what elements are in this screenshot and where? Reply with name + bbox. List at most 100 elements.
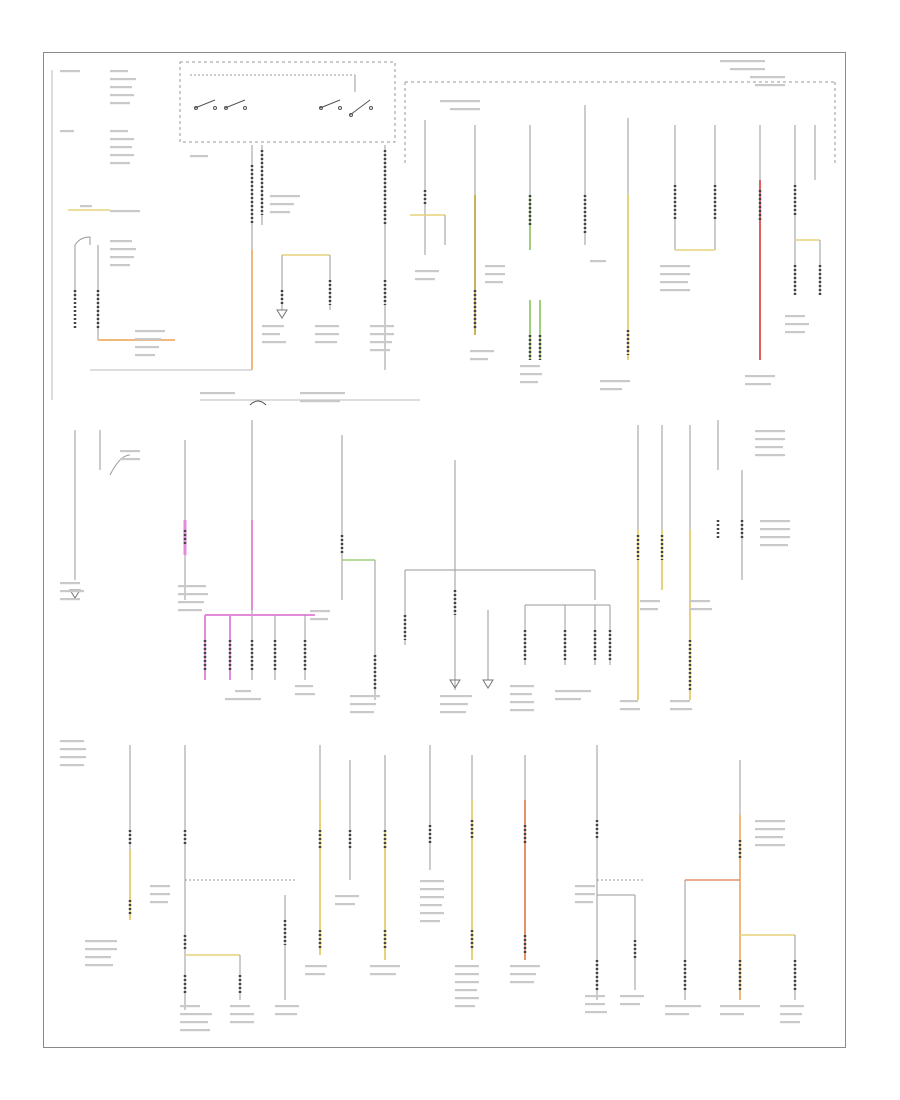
illegible-label: [665, 1013, 689, 1016]
illegible-label: [640, 600, 660, 603]
illegible-label: [780, 1013, 802, 1016]
illegible-label: [370, 341, 392, 344]
illegible-label: [455, 989, 477, 992]
illegible-label: [690, 608, 712, 611]
illegible-label: [485, 281, 503, 284]
illegible-label: [110, 154, 134, 157]
illegible-label: [110, 94, 134, 97]
illegible-label: [135, 338, 161, 341]
illegible-label: [755, 438, 785, 441]
illegible-label: [60, 130, 74, 133]
illegible-label: [135, 346, 159, 349]
illegible-label: [785, 331, 805, 334]
illegible-label: [555, 698, 581, 701]
illegible-label: [585, 1011, 607, 1014]
illegible-label: [760, 544, 788, 547]
illegible-label: [120, 458, 140, 461]
illegible-label: [485, 273, 505, 276]
illegible-label: [110, 130, 128, 133]
illegible-label: [745, 375, 775, 378]
illegible-label: [600, 380, 630, 383]
illegible-label: [755, 836, 783, 839]
illegible-label: [660, 265, 690, 268]
illegible-label: [660, 289, 690, 292]
illegible-label: [275, 1013, 297, 1016]
illegible-label: [440, 703, 468, 706]
illegible-label: [450, 108, 480, 111]
illegible-label: [455, 981, 479, 984]
illegible-label: [755, 446, 783, 449]
illegible-label: [640, 608, 658, 611]
illegible-label: [270, 195, 300, 198]
illegible-label: [510, 981, 534, 984]
illegible-label: [150, 885, 170, 888]
illegible-label: [720, 1013, 744, 1016]
illegible-label: [200, 392, 235, 395]
illegible-label: [350, 695, 380, 698]
diagram-border: [43, 52, 846, 1048]
illegible-label: [300, 392, 345, 395]
illegible-label: [60, 756, 86, 759]
illegible-label: [178, 609, 202, 612]
illegible-label: [755, 820, 785, 823]
illegible-label: [440, 695, 472, 698]
illegible-label: [85, 956, 111, 959]
illegible-label: [235, 690, 251, 693]
illegible-label: [590, 260, 606, 263]
illegible-label: [785, 323, 809, 326]
illegible-label: [110, 240, 132, 243]
illegible-label: [420, 912, 444, 915]
illegible-label: [180, 1013, 212, 1016]
illegible-label: [660, 281, 688, 284]
illegible-label: [315, 341, 337, 344]
illegible-label: [780, 1005, 804, 1008]
illegible-label: [60, 70, 80, 73]
illegible-label: [310, 610, 330, 613]
illegible-label: [315, 333, 339, 336]
illegible-label: [415, 278, 435, 281]
illegible-label: [415, 270, 439, 273]
illegible-label: [370, 325, 394, 328]
illegible-label: [180, 1021, 208, 1024]
illegible-label: [440, 711, 466, 714]
illegible-label: [262, 333, 280, 336]
illegible-label: [755, 844, 785, 847]
illegible-label: [420, 880, 444, 883]
illegible-label: [190, 155, 208, 158]
illegible-label: [720, 60, 765, 63]
illegible-label: [520, 365, 540, 368]
illegible-label: [370, 965, 400, 968]
illegible-label: [110, 138, 134, 141]
illegible-label: [150, 893, 170, 896]
illegible-label: [750, 76, 785, 79]
illegible-label: [225, 698, 261, 701]
illegible-label: [305, 965, 327, 968]
illegible-label: [180, 1029, 210, 1032]
illegible-label: [510, 965, 540, 968]
illegible-label: [120, 450, 140, 453]
illegible-label: [110, 102, 130, 105]
illegible-label: [620, 995, 644, 998]
ignition-switch-contacts: [194, 99, 373, 117]
illegible-label: [85, 940, 117, 943]
illegible-label: [270, 211, 290, 214]
illegible-label: [110, 146, 132, 149]
illegible-label: [60, 764, 84, 767]
illegible-label: [262, 325, 284, 328]
illegible-label: [110, 78, 136, 81]
illegible-label: [230, 1013, 254, 1016]
illegible-label: [760, 528, 790, 531]
illegible-label: [80, 205, 92, 208]
illegible-label: [510, 709, 534, 712]
illegible-label: [420, 896, 444, 899]
illegible-label: [110, 256, 134, 259]
illegible-label: [785, 315, 805, 318]
illegible-label: [150, 901, 168, 904]
illegible-label: [455, 997, 479, 1000]
illegible-label: [510, 701, 534, 704]
illegible-label: [690, 600, 710, 603]
illegible-label: [135, 354, 155, 357]
